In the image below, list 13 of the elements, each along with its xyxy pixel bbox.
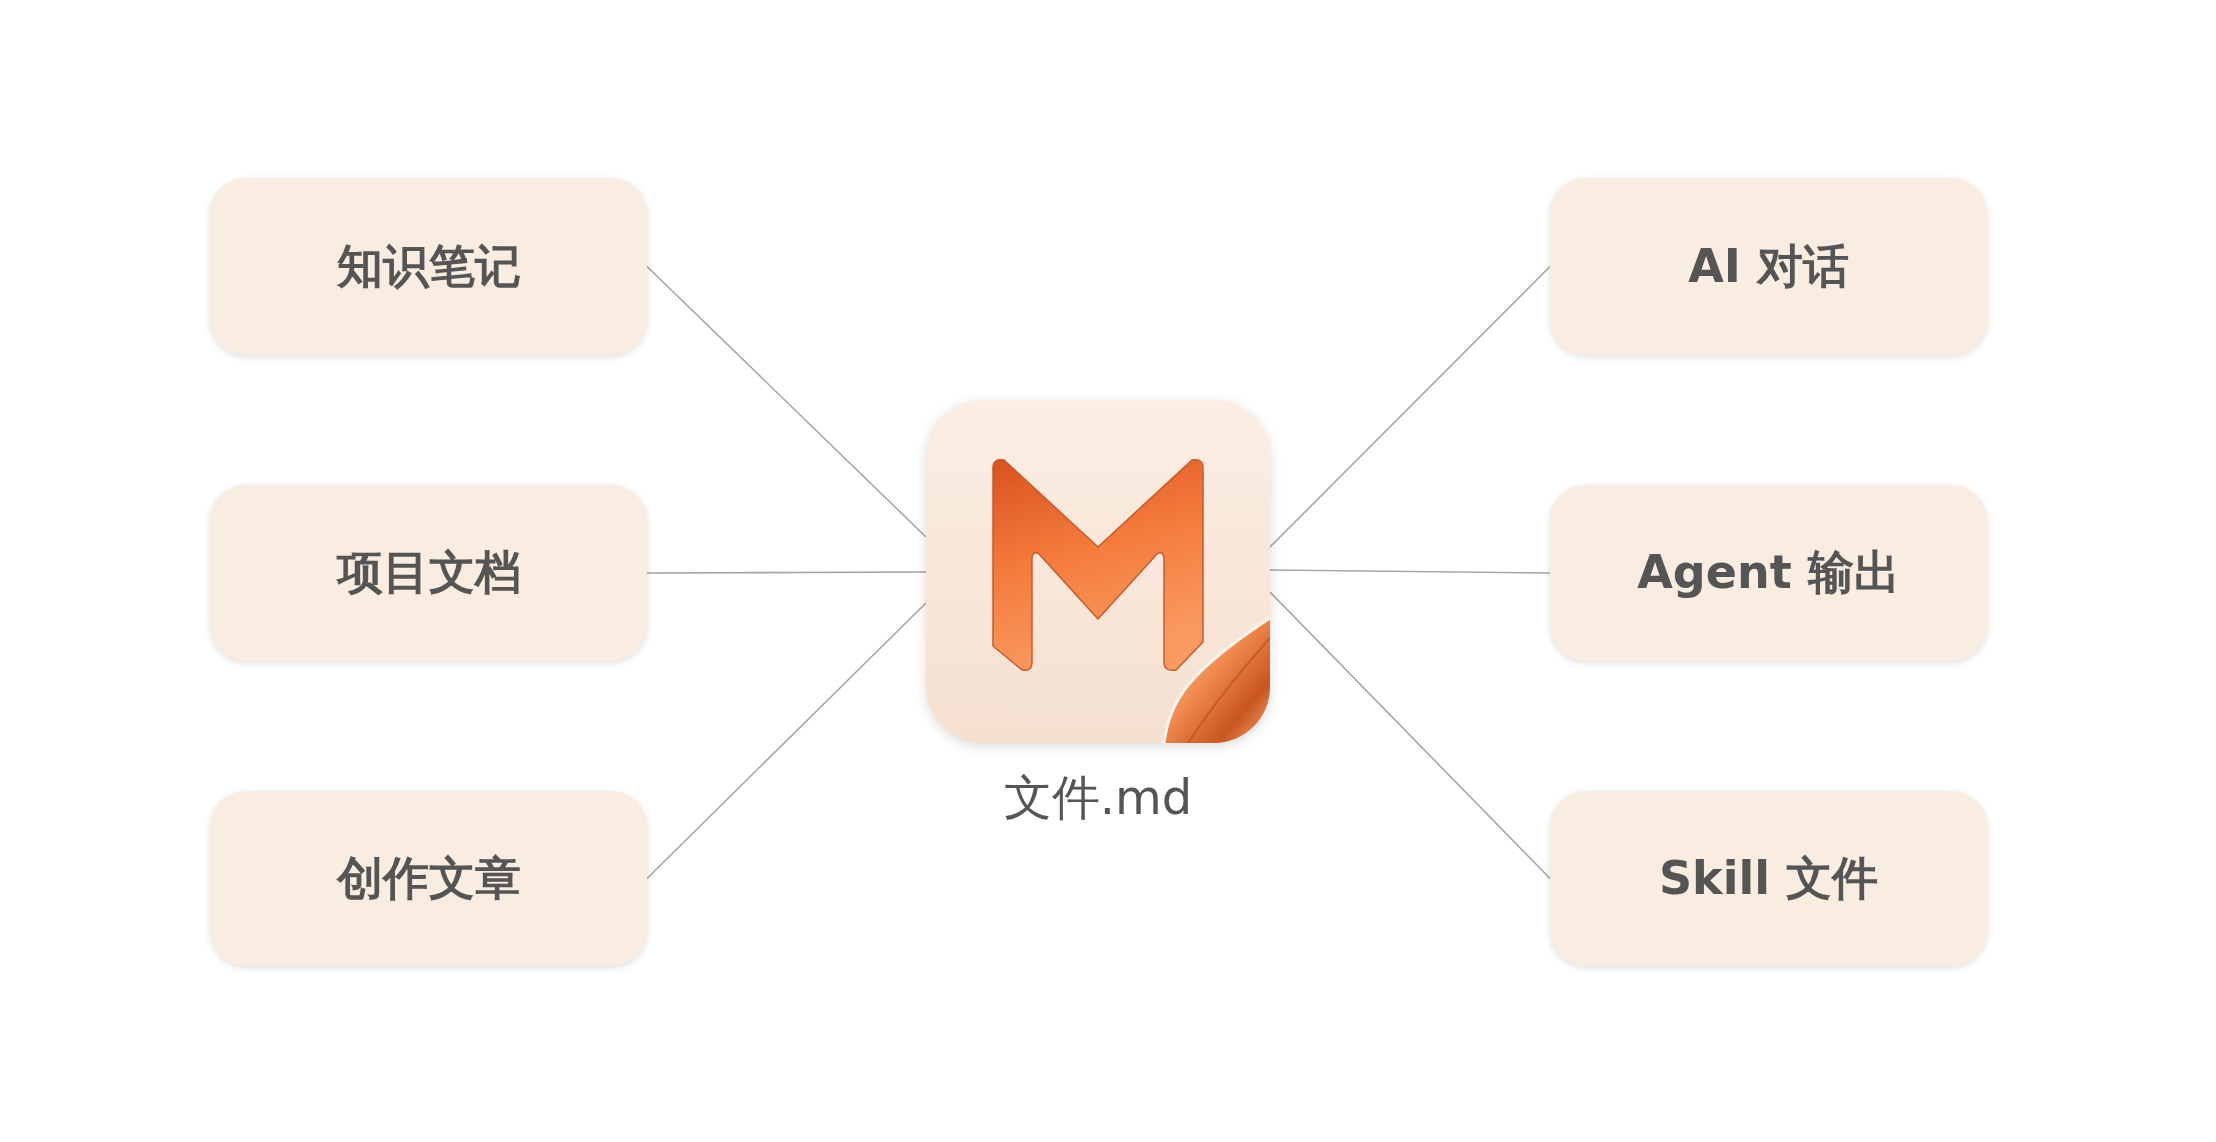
topic-box: 项目文档	[210, 485, 647, 661]
topic-box: Skill 文件	[1550, 791, 1987, 966]
connector-line	[1269, 569, 1551, 574]
connector-line	[646, 265, 927, 538]
connector-line	[646, 602, 927, 880]
connector-line	[1269, 591, 1551, 880]
topic-box: 知识笔记	[210, 178, 647, 355]
connector-line	[646, 571, 927, 574]
node-caption: 文件.md	[1003, 768, 1193, 827]
topic-box: Agent 输出	[1550, 485, 1987, 661]
topic-box: AI 对话	[1550, 178, 1987, 355]
topic-box: 创作文章	[210, 791, 647, 966]
connector-line	[1269, 265, 1551, 548]
